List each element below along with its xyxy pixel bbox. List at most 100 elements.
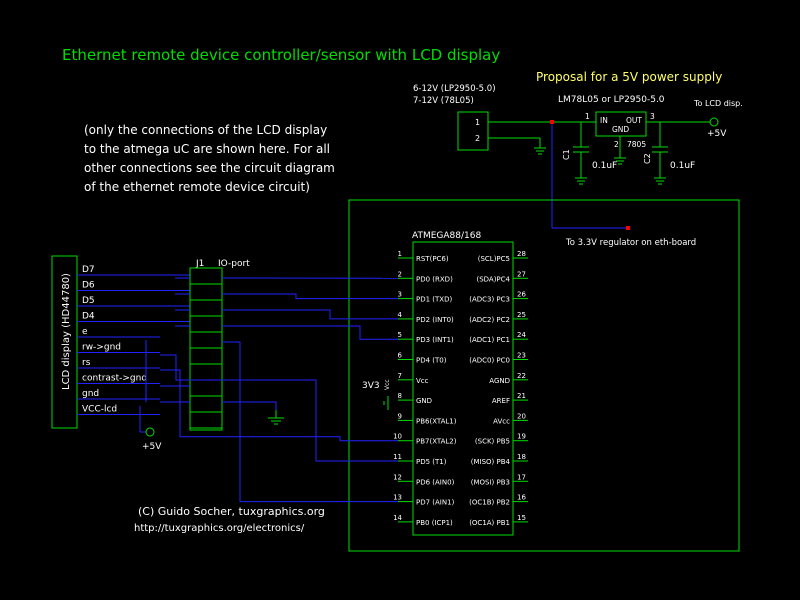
junction-dot: [550, 120, 554, 124]
lcd-pin-label: D7: [82, 265, 95, 275]
mcu-left-pin-name: PD6 (AIN0): [416, 478, 455, 486]
mcu-right-pin-num: 20: [517, 412, 526, 420]
plus5v-terminal: [709, 117, 719, 127]
voltage-regulator: [595, 111, 647, 137]
mcu-left-pin-name: GND: [416, 397, 432, 405]
lcd-display-section: LCD display (HD44780) D7D6D5D4erw->gndrs…: [51, 255, 190, 452]
lcd-pin-list: D7D6D5D4erw->gndrscontrast->gndgndVCC-lc…: [77, 265, 190, 415]
reg-pin-2: 2: [614, 140, 619, 149]
mcu-left-pin-num: 4: [398, 311, 403, 319]
mcu-right-pin-name: AREF: [492, 397, 510, 405]
mcu-left-pin-name: RST(PC6): [416, 255, 449, 263]
note-line: of the ethernet remote device circuit): [84, 180, 310, 194]
reg-in-label: IN: [600, 116, 608, 125]
plus5v-label: +5V: [707, 129, 727, 139]
signal-wire: [222, 293, 398, 300]
mcu-left-pin-num: 9: [398, 412, 402, 420]
j1-label: J1: [195, 259, 204, 269]
mcu-right-pin-num: 28: [517, 250, 526, 258]
mcu-right-pin-name: (ADC2) PC2: [469, 316, 510, 324]
lcd-pin-label: contrast->gnd: [82, 374, 147, 384]
atmega-chip: [412, 241, 514, 536]
lcd-display-box: [51, 255, 78, 429]
j1-body: [189, 267, 223, 431]
lcd-pin-label: D5: [82, 296, 95, 306]
power-supply-section: Proposal for a 5V power supply 6-12V (LP…: [413, 70, 743, 248]
signal-wires: [145, 277, 399, 503]
mcu-right-pin-num: 18: [517, 453, 526, 461]
mcu-right-pin-num: 24: [517, 331, 526, 339]
mcu-right-pin-name: (ADC3) PC3: [469, 296, 510, 304]
mcu-left-pin-name: PD0 (RXD): [416, 275, 453, 283]
mcu-right-pin-num: 22: [517, 372, 526, 380]
c2-label: C2: [643, 153, 652, 164]
credit-url: http://tuxgraphics.org/electronics/: [134, 523, 305, 534]
mcu-right-pin-name: (MISO) PB4: [471, 458, 511, 466]
connector-pin-1: 1: [475, 118, 480, 127]
eth-board-outline: [348, 199, 740, 552]
lcd-pin-label: D6: [82, 281, 95, 291]
c1-label: C1: [562, 149, 571, 160]
note-line: (only the connections of the LCD display: [84, 123, 327, 137]
signal-wire: [160, 354, 398, 462]
lcd-plus5v-label: +5V: [142, 442, 162, 452]
credit-author: (C) Guido Socher, tuxgraphics.org: [138, 505, 325, 518]
vcc-small-label: Vcc: [384, 379, 391, 390]
signal-wire: [160, 369, 398, 442]
mcu-right-pin-num: 19: [517, 433, 526, 441]
mcu-right-pin-name: (SDA)PC4: [476, 275, 510, 283]
mcu-left-pin-name: PD2 (INT0): [416, 316, 454, 324]
note-block: (only the connections of the LCD display…: [84, 123, 335, 194]
j1-connector-section: J1 IO-port: [189, 259, 250, 431]
vin-label-1: 6-12V (LP2950-5.0): [413, 84, 496, 94]
mcu-right-pin-name: (SCL)PC5: [478, 255, 510, 263]
mcu-right-pin-num: 15: [517, 514, 526, 522]
signal-wire: [222, 325, 398, 340]
mcu-left-pin-name: PB6(XTAL1): [416, 417, 457, 425]
mcu-left-pin-num: 1: [398, 250, 402, 258]
mcu-right-pin-name: (SCK) PB5: [475, 438, 510, 446]
diagram-title: Ethernet remote device controller/sensor…: [62, 46, 500, 64]
c2-value: 0.1uF: [670, 161, 695, 171]
mcu-left-pin-num: 5: [398, 331, 402, 339]
reg-pin-1: 1: [585, 112, 590, 121]
ground-symbol: [268, 410, 284, 425]
mcu-label: ATMEGA88/168: [412, 231, 481, 241]
mcu-left-pin-num: 12: [393, 473, 402, 481]
signal-wire: [222, 401, 277, 410]
to-lcd-label: To LCD disp.: [693, 99, 743, 108]
mcu-left-pin-name: PD5 (T1): [416, 458, 447, 466]
mcu-right-pin-name: (ADC0) PC0: [469, 357, 510, 365]
junction-dot: [626, 226, 630, 230]
mcu-left-pin-num: 6: [398, 352, 403, 360]
to-regulator-label: To 3.3V regulator on eth-board: [565, 238, 696, 248]
mcu-right-pin-name: AGND: [489, 377, 510, 385]
mcu-left-pin-num: 2: [398, 270, 402, 278]
lcd-display-label: LCD display (HD44780): [61, 273, 72, 390]
reg-pin-3: 3: [650, 112, 655, 121]
mcu-left-pin-name: PB7(XTAL2): [416, 438, 457, 446]
lcd-pin-label: D4: [82, 312, 95, 322]
lcd-pin-label: rw->gnd: [82, 343, 121, 353]
lcd-plus5v-terminal: [145, 427, 155, 437]
lcd-pin-label: rs: [82, 358, 91, 368]
mcu-left-pin-num: 8: [398, 392, 402, 400]
mcu-right-pin-name: (ADC1) PC1: [469, 336, 510, 344]
mcu-right-pin-num: 23: [517, 352, 526, 360]
vin-label-2: 7-12V (78L05): [413, 96, 474, 106]
signal-wire: [222, 309, 398, 320]
note-line: other connections see the circuit diagra…: [84, 161, 335, 175]
mcu-right-pin-name: (OC1B) PB2: [469, 499, 510, 507]
c1-value: 0.1uF: [592, 161, 617, 171]
reg-part-label: 7805: [627, 140, 646, 149]
mcu-left-pin-num: 14: [393, 514, 402, 522]
mcu-right-pin-num: 27: [517, 270, 526, 278]
mcu-left-pin-name: PD7 (AIN1): [416, 499, 455, 507]
mcu-right-pin-name: (OC1A) PB1: [469, 519, 510, 527]
note-line: to the atmega uC are shown here. For all: [84, 142, 330, 156]
vcc-3v3-label: 3V3: [362, 381, 380, 391]
mcu-right-pin-num: 17: [517, 473, 526, 481]
power-input-connector: [457, 111, 489, 151]
